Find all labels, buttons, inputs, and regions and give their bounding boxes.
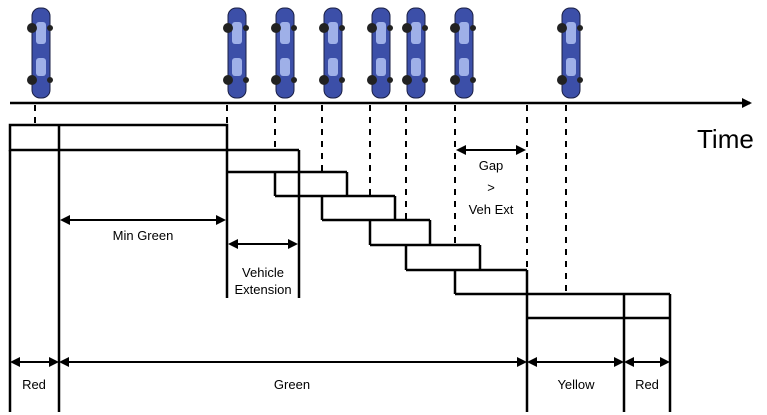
car-icon xyxy=(223,8,249,98)
vehicle-extension-dimension: Vehicle Extension xyxy=(230,244,296,297)
phase-yellow-label: Yellow xyxy=(557,377,595,392)
vehicle-arrival-markers xyxy=(35,105,566,294)
car-icon xyxy=(27,8,53,98)
car-icon xyxy=(271,8,297,98)
gap-dimension: Gap > Veh Ext xyxy=(458,150,524,217)
min-green-dimension: Min Green xyxy=(62,220,224,243)
vehicle-row xyxy=(27,8,583,98)
vehicle-extension-label-line1: Vehicle xyxy=(242,265,284,280)
car-icon xyxy=(450,8,476,98)
car-icon xyxy=(402,8,428,98)
phase-red-start-label: Red xyxy=(22,377,46,392)
time-axis-label: Time xyxy=(697,124,754,154)
phase-timeline: Red Green Yellow Red xyxy=(12,362,668,392)
gap-label-line3: Veh Ext xyxy=(469,202,514,217)
car-icon xyxy=(367,8,393,98)
phase-green-label: Green xyxy=(274,377,310,392)
car-icon xyxy=(557,8,583,98)
gap-label-line2: > xyxy=(487,180,495,195)
car-icon xyxy=(319,8,345,98)
vehicle-extension-label-line2: Extension xyxy=(234,282,291,297)
gap-label-line1: Gap xyxy=(479,158,504,173)
extension-staircase xyxy=(10,125,670,412)
phase-red-end-label: Red xyxy=(635,377,659,392)
min-green-label: Min Green xyxy=(113,228,174,243)
